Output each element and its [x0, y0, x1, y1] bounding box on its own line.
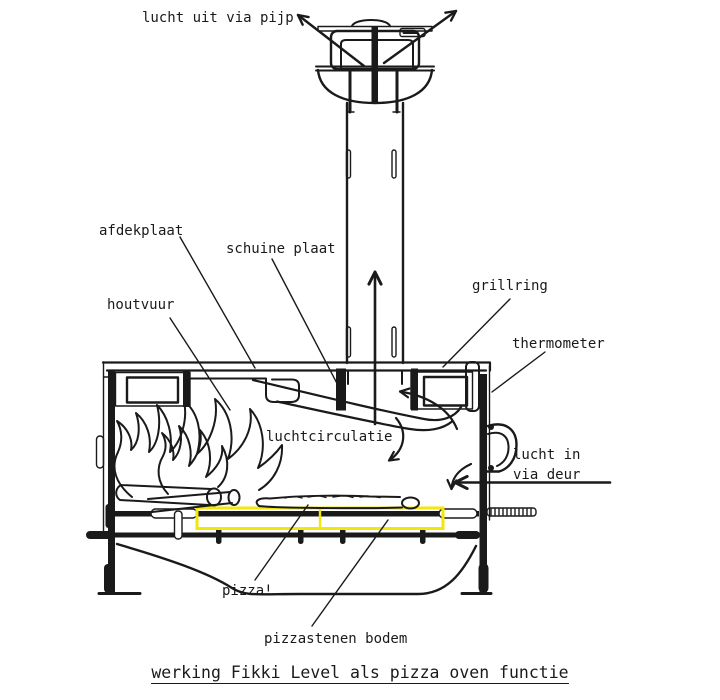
pizza-icon [255, 494, 420, 510]
label-pizza: pizza! [222, 583, 273, 599]
air-circulation-arrows [387, 387, 473, 491]
floor-rails [86, 508, 480, 544]
fire-flames-icon [113, 398, 284, 498]
label-cover-plate: afdekplaat [99, 223, 184, 239]
diagram-title: werking Fikki Level als pizza oven funct… [151, 663, 569, 684]
wood-logs-icon [115, 484, 241, 513]
label-air-in-line1: lucht in [513, 447, 581, 463]
label-pizza-stones: pizzastenen bodem [264, 631, 408, 647]
label-wood-fire: houtvuur [107, 297, 175, 313]
base-frame [97, 542, 493, 596]
label-air-in-line2: via deur [513, 467, 581, 483]
air-out-arrows [296, 9, 458, 68]
label-sloped-plate: schuine plaat [226, 241, 336, 257]
door-handle-icon [485, 423, 518, 473]
chimney-cap-icon [315, 19, 435, 114]
side-shelf-icon [486, 507, 537, 517]
label-circulation: luchtcirculatie [266, 429, 393, 445]
chimney-pipe-icon [345, 101, 405, 385]
label-thermometer: thermometer [512, 336, 605, 352]
label-air-in: lucht in via deur [513, 445, 580, 485]
label-air-out: lucht uit via pijp [142, 10, 294, 26]
leader-lines [169, 236, 546, 627]
label-grill-ring: grillring [472, 278, 548, 294]
oven-body [95, 361, 492, 594]
